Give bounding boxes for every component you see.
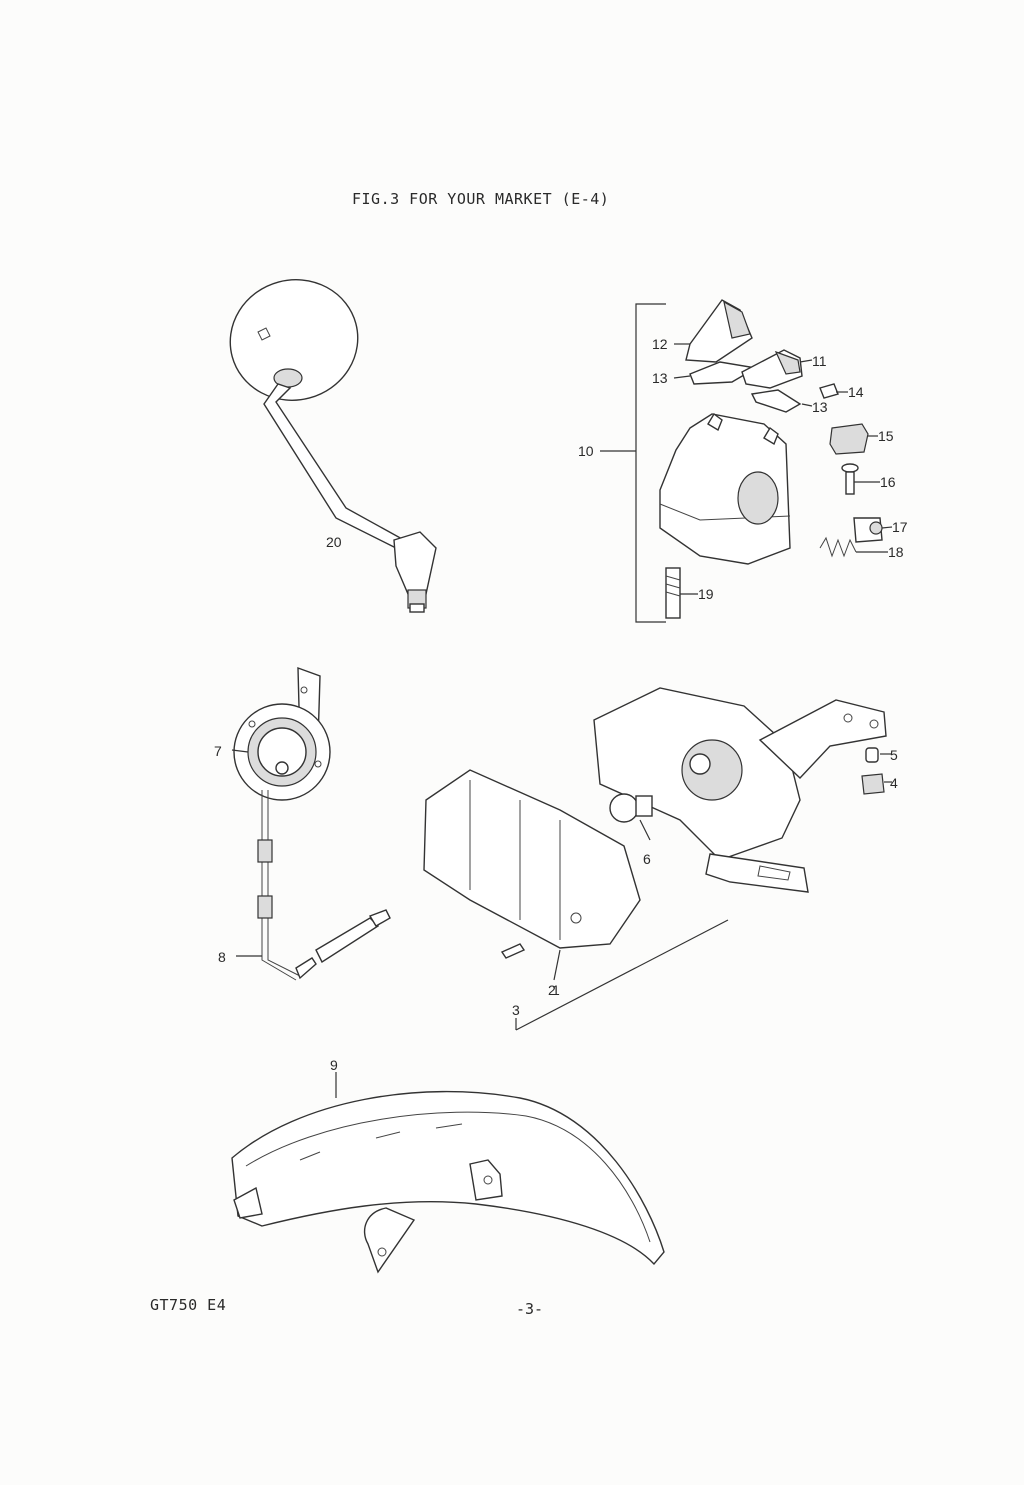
callout-6: 6 [643, 851, 651, 867]
callout-16: 16 [880, 474, 896, 490]
callout-12: 12 [652, 336, 668, 352]
callout-13a: 13 [652, 370, 668, 386]
callout-labels: 1 2 3 4 5 6 7 8 9 10 11 12 13 13 14 15 1… [214, 336, 908, 1073]
horn-icon [233, 666, 331, 801]
model-code: GT750 E4 [150, 1296, 227, 1314]
page-number: -3- [516, 1300, 544, 1318]
callout-17: 17 [892, 519, 908, 535]
callout-15: 15 [878, 428, 894, 444]
handlebar-switch-icon [600, 299, 883, 623]
callout-2: 2 [548, 982, 556, 998]
callout-3: 3 [512, 1002, 520, 1018]
callout-14: 14 [848, 384, 864, 400]
callout-1: 1 [552, 982, 560, 998]
callout-5: 5 [890, 747, 898, 763]
callout-4: 4 [890, 775, 898, 791]
tail-lamp-assembly-icon [423, 687, 887, 1031]
callout-19: 19 [698, 586, 714, 602]
mirror-icon [229, 279, 437, 613]
callout-18: 18 [888, 544, 904, 560]
callout-20: 20 [326, 534, 342, 550]
callout-13b: 13 [812, 399, 828, 415]
callout-9: 9 [330, 1057, 338, 1073]
front-fender-icon [231, 1090, 665, 1274]
wire-harness-icon [257, 790, 391, 981]
figure-title: FIG.3 FOR YOUR MARKET (E-4) [352, 190, 610, 208]
callout-7: 7 [214, 743, 222, 759]
callout-10: 10 [578, 443, 594, 459]
callout-11: 11 [812, 353, 827, 369]
callout-8: 8 [218, 949, 226, 965]
